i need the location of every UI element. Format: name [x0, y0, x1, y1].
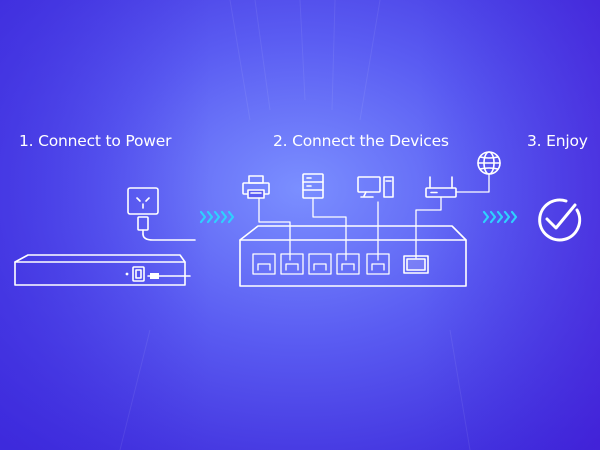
step-3-title: 3. Enjoy — [527, 132, 588, 150]
desktop-computer-icon — [357, 176, 394, 198]
sfp-port — [403, 255, 429, 274]
check-circle-icon — [538, 198, 582, 242]
chevron-arrows-icon — [199, 210, 235, 224]
globe-icon — [477, 151, 501, 175]
printer-icon — [242, 175, 270, 199]
power-cable — [142, 233, 196, 241]
ethernet-ports — [252, 253, 390, 275]
router-icon — [425, 176, 457, 198]
network-switch — [239, 225, 467, 287]
switch-rear-view — [14, 254, 186, 286]
connection-lines — [258, 173, 490, 261]
power-outlet-icon — [127, 187, 159, 215]
power-plug-icon — [137, 216, 149, 235]
chevron-arrows-icon — [482, 210, 518, 224]
step-1-title: 1. Connect to Power — [19, 132, 172, 150]
power-connector — [150, 273, 159, 279]
step-2-title: 2. Connect the Devices — [273, 132, 449, 150]
server-icon — [302, 173, 324, 199]
